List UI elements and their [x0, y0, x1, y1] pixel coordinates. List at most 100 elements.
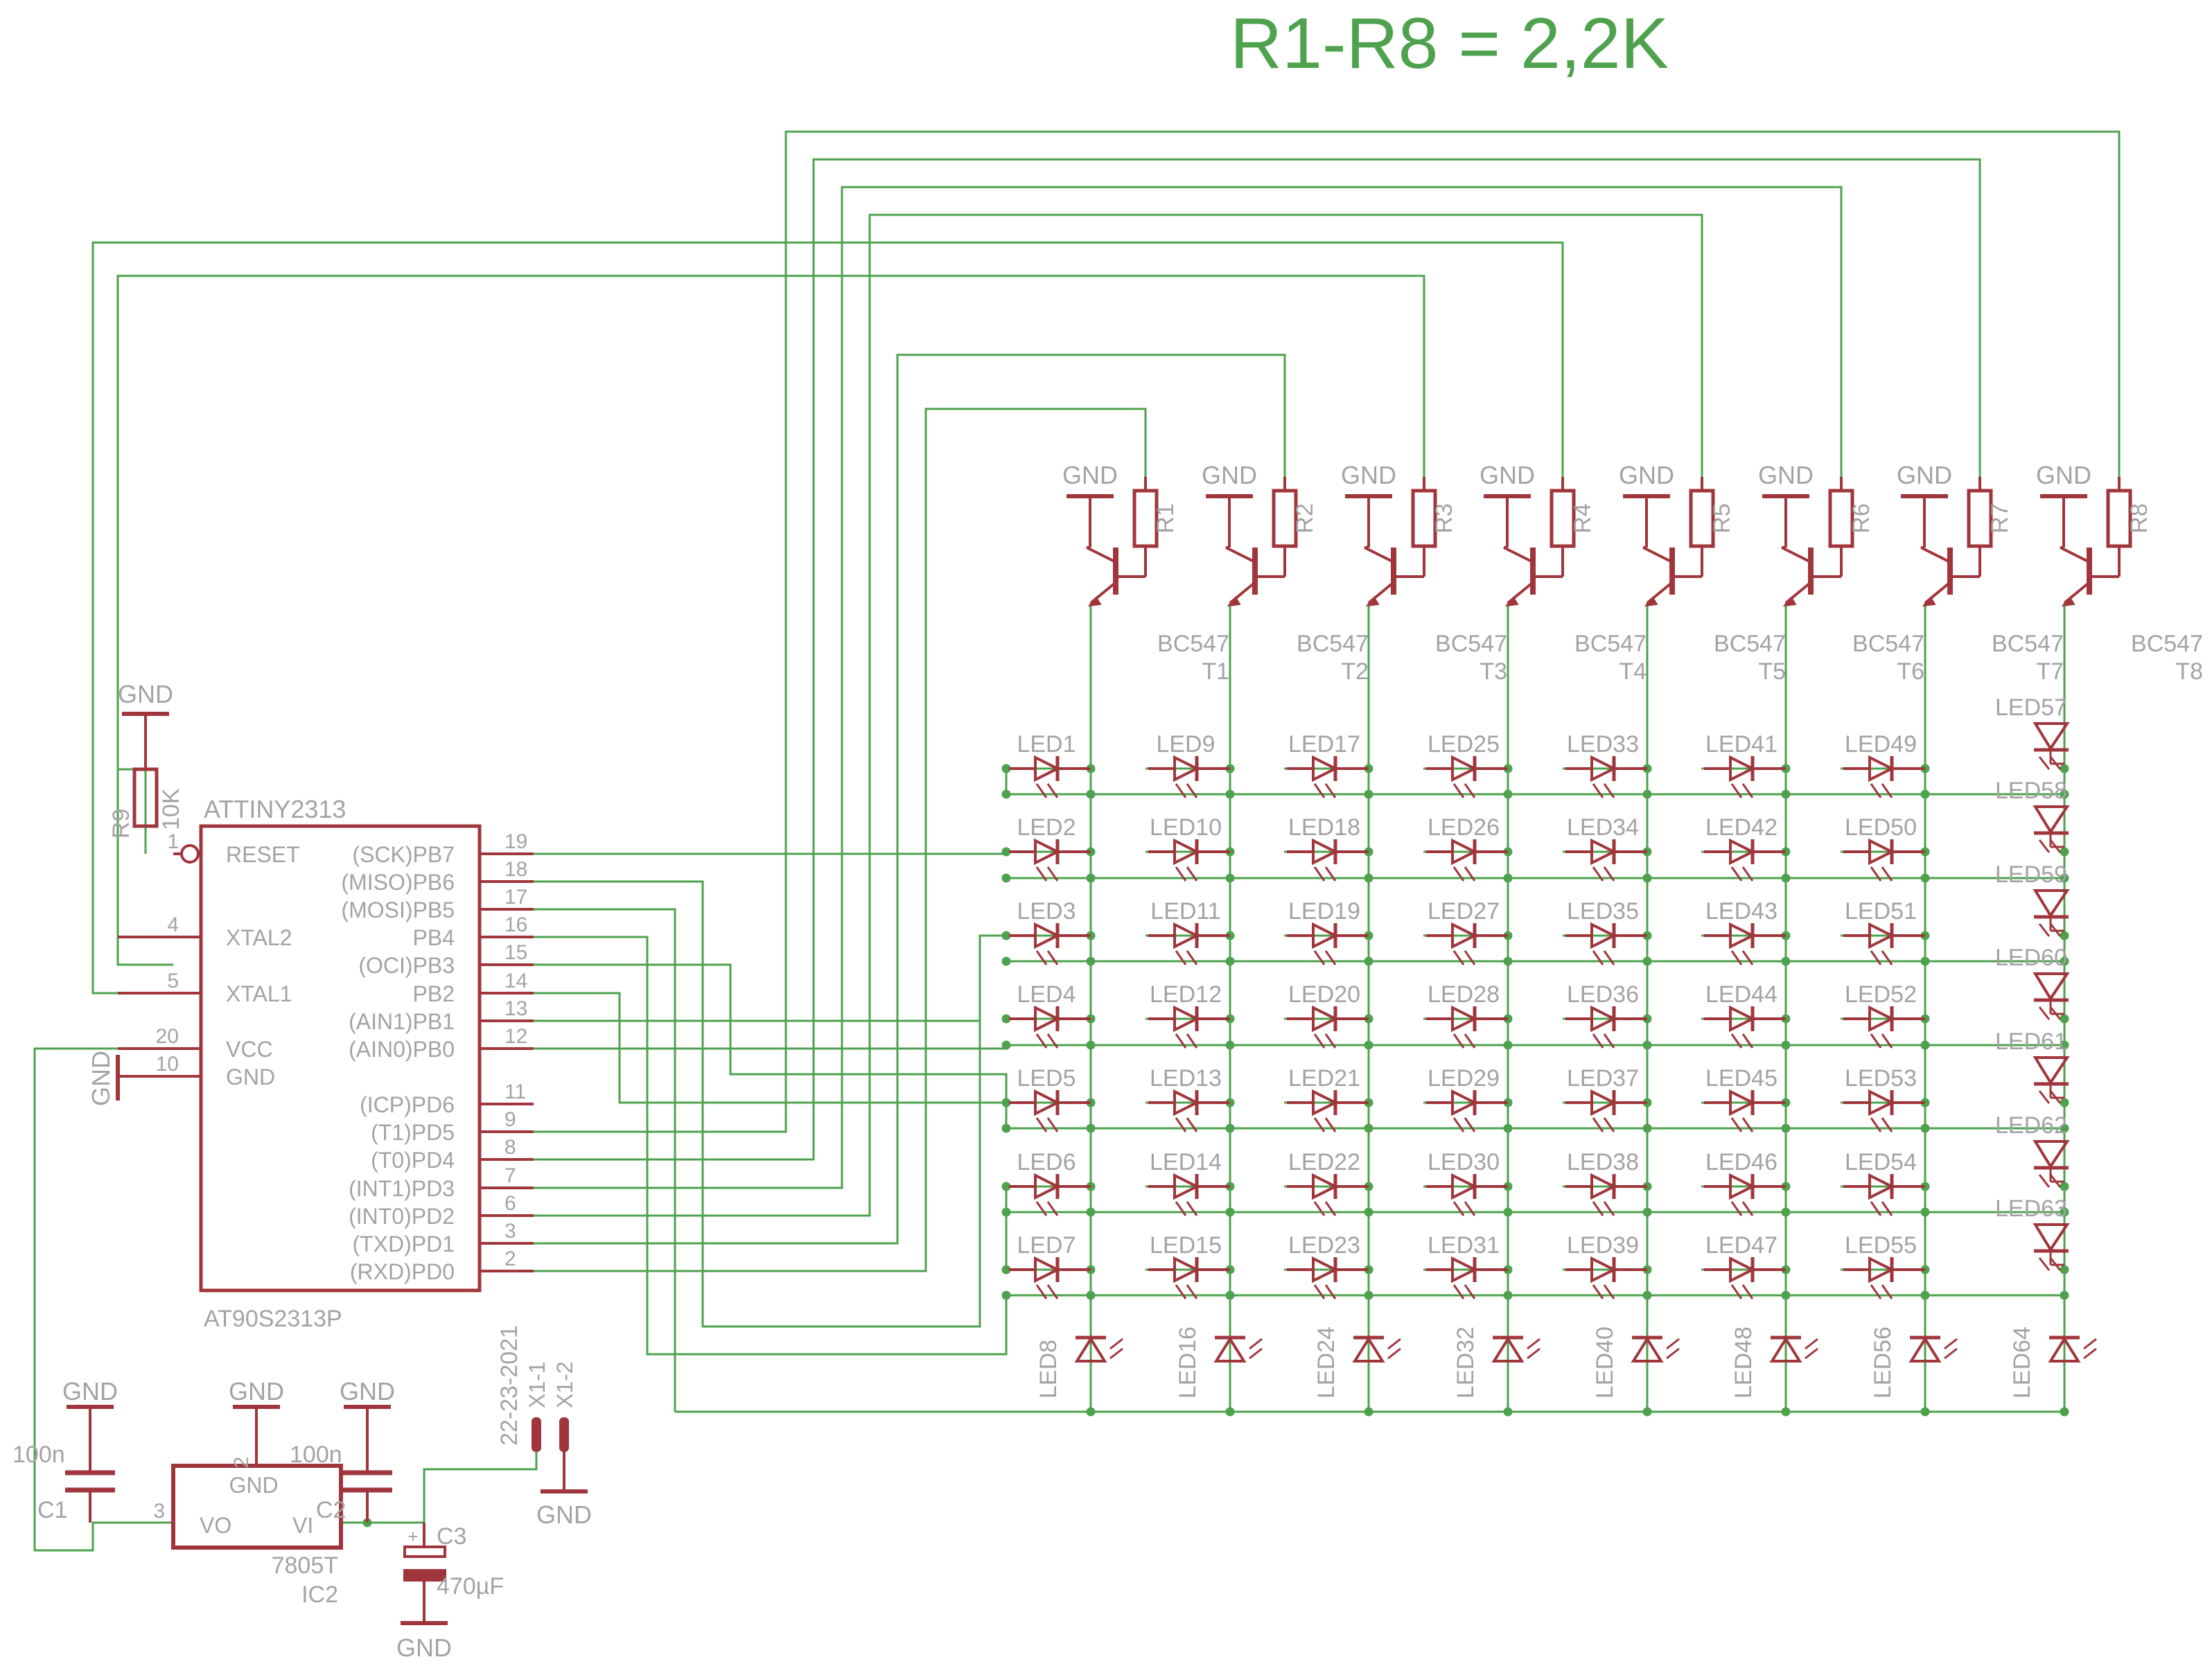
- junction-dot: [1001, 873, 1011, 883]
- led-ray: [1046, 1284, 1059, 1299]
- led-ray: [1175, 783, 1187, 798]
- junction-dot: [1503, 1407, 1513, 1417]
- led-ray: [1035, 1284, 1048, 1299]
- mcu-pin-name: (T0)PD4: [371, 1148, 455, 1173]
- led-ray: [1870, 1117, 1882, 1132]
- labels: LED1LED2LED3LED4LED5LED6LED7LED9LED10LED…: [12, 461, 2203, 1662]
- led-ray: [1324, 1201, 1337, 1216]
- led-ray: [1464, 1284, 1476, 1299]
- resistor-label: R1: [1152, 503, 1179, 533]
- led: [1704, 1173, 1786, 1216]
- wire: [116, 274, 1425, 966]
- gnd-label: GND: [2036, 461, 2091, 489]
- led: [1843, 755, 1925, 798]
- gnd-label: GND: [340, 1377, 395, 1405]
- capacitor-value: 470µF: [437, 1573, 504, 1600]
- led-ray: [1175, 1033, 1187, 1049]
- resistor-label: R4: [1570, 503, 1596, 533]
- wire: [33, 1047, 173, 1552]
- led-ray: [1944, 1338, 1958, 1350]
- mcu-pin-name: (RXD)PD0: [350, 1259, 455, 1284]
- led: [1426, 1256, 1508, 1299]
- junction-dot: [2060, 1040, 2069, 1050]
- junction-dot: [1920, 1290, 1930, 1300]
- wire: [480, 908, 676, 1412]
- led: [1565, 1173, 1647, 1216]
- led: [1704, 755, 1786, 798]
- wire: [480, 936, 1008, 1356]
- gnd-label: GND: [1758, 461, 1814, 489]
- led-ray: [1175, 866, 1187, 882]
- led-triangle: [2033, 972, 2070, 1001]
- led-ray: [1741, 1201, 1754, 1216]
- mcu-pin-name: PB2: [413, 981, 455, 1006]
- mcu-body: [199, 824, 482, 1293]
- led-label: LED32: [1452, 1326, 1479, 1399]
- mcu-pin-name: GND: [226, 1065, 275, 1089]
- junction-dot: [1642, 1040, 1652, 1050]
- led-label: LED4: [1017, 981, 1076, 1008]
- connector-pin-1: [532, 1417, 541, 1452]
- led-ray: [1741, 950, 1754, 965]
- led-triangle: [2033, 889, 2070, 918]
- led: [1287, 1089, 1369, 1132]
- led-label: LED25: [1428, 731, 1500, 757]
- transistor-arrow: [1644, 596, 1658, 607]
- led-ray: [1730, 1033, 1743, 1049]
- led-ray: [1881, 1284, 1893, 1299]
- led-label: LED17: [1288, 731, 1360, 757]
- gnd-label: GND: [1341, 461, 1396, 489]
- led-label: LED44: [1705, 981, 1778, 1008]
- led-ray: [1603, 1201, 1615, 1216]
- led-ray: [1881, 1201, 1893, 1216]
- led-ray: [1109, 1347, 1123, 1360]
- led-ray: [1592, 866, 1604, 882]
- led-label: LED53: [1845, 1065, 1917, 1092]
- led-ray: [2038, 756, 2051, 770]
- junction-dot: [1642, 956, 1652, 966]
- led: [1565, 922, 1647, 965]
- led-label: LED30: [1428, 1149, 1500, 1175]
- led-label: LED38: [1567, 1149, 1639, 1175]
- regulator-vo: VO: [200, 1513, 231, 1538]
- junction-dot: [1086, 1207, 1096, 1217]
- transistor-type: BC547: [2131, 631, 2203, 657]
- mcu-pin-number: 14: [504, 970, 527, 992]
- regulator-pin: 2: [230, 1457, 253, 1469]
- led-label: LED64: [2009, 1326, 2035, 1399]
- led-ray: [1035, 950, 1048, 965]
- wire: [480, 852, 1008, 855]
- junction-dot: [1086, 1123, 1096, 1133]
- led-ray: [1730, 1201, 1743, 1216]
- junction-dot: [1920, 1407, 1930, 1417]
- junction-dot: [1781, 873, 1791, 883]
- led: [1843, 922, 1925, 965]
- led-triangle: [2033, 1140, 2070, 1169]
- led-ray: [1452, 1201, 1465, 1216]
- led-ray: [1313, 950, 1326, 965]
- led-ray: [2049, 1174, 2062, 1188]
- led-ray: [1741, 783, 1754, 798]
- junction-dot: [2060, 847, 2069, 857]
- led-ray: [1046, 950, 1059, 965]
- led-label: LED15: [1150, 1232, 1222, 1259]
- led-label: LED58: [1995, 778, 2067, 804]
- led-ray: [1944, 1347, 1958, 1360]
- led-triangle: [1213, 1336, 1247, 1363]
- led-ray: [1881, 783, 1893, 798]
- led-ray: [2083, 1338, 2097, 1350]
- led: [1704, 838, 1786, 882]
- led-ray: [2049, 1006, 2062, 1020]
- junction-dot: [1225, 1407, 1235, 1417]
- wire: [423, 1448, 538, 1523]
- junction-dot: [1781, 1407, 1791, 1417]
- led-label: LED33: [1567, 731, 1639, 757]
- transistor-collector: [1642, 546, 1671, 563]
- mcu-pin-number: 15: [504, 941, 527, 964]
- led-ray: [1592, 783, 1604, 798]
- connector-pin-label: X1-1: [525, 1361, 550, 1408]
- led-ray: [1870, 950, 1882, 965]
- led: [1148, 922, 1230, 965]
- led-label: LED22: [1288, 1149, 1360, 1175]
